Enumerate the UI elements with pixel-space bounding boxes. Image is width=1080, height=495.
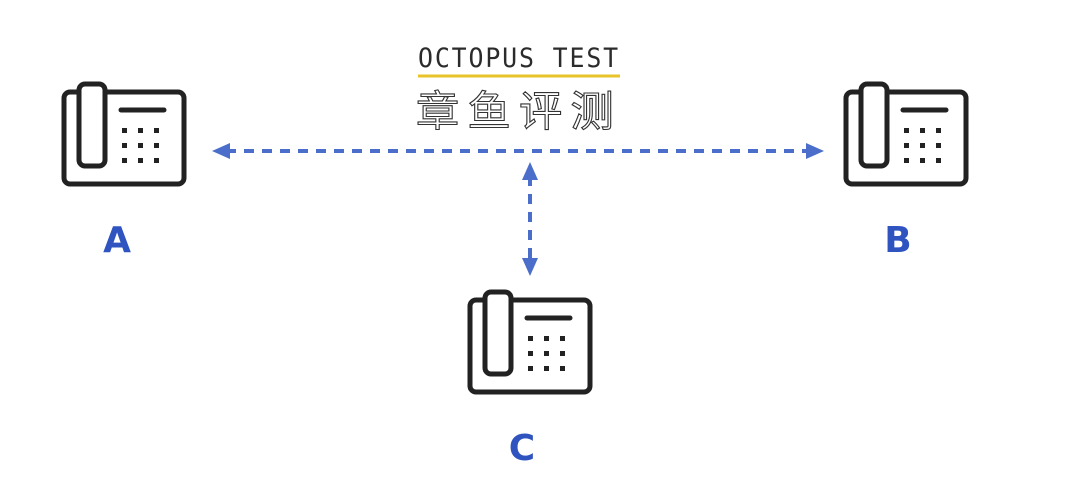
desk-phone-icon bbox=[64, 84, 184, 184]
link-c bbox=[522, 162, 538, 276]
arrow-left-icon bbox=[212, 143, 230, 159]
arrow-up-icon bbox=[522, 162, 538, 180]
desk-phone-icon bbox=[846, 84, 966, 184]
brand-logo-chinese: 章鱼评测 bbox=[416, 87, 622, 136]
node-c-label: C bbox=[509, 428, 535, 469]
link-a-b bbox=[212, 143, 824, 159]
arrow-right-icon bbox=[806, 143, 824, 159]
brand-logo: OCTOPUS TEST 章鱼评测 bbox=[415, 43, 622, 137]
node-b: B bbox=[846, 84, 966, 261]
node-c: C bbox=[470, 292, 590, 469]
node-a: A bbox=[64, 84, 184, 261]
node-a-label: A bbox=[103, 220, 131, 261]
arrow-down-icon bbox=[522, 258, 538, 276]
desk-phone-icon bbox=[470, 292, 590, 392]
brand-logo-english: OCTOPUS TEST bbox=[418, 43, 620, 74]
node-b-label: B bbox=[884, 220, 911, 261]
